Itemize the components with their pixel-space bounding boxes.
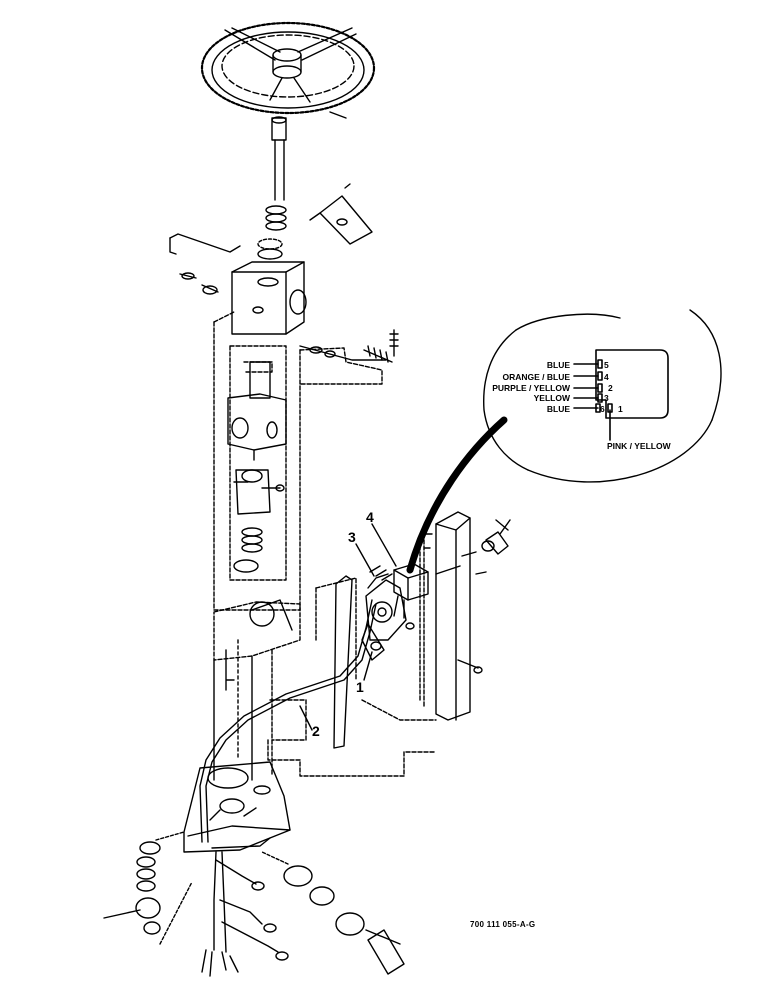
detail-connector-outline	[573, 349, 669, 441]
steering-wheel	[200, 21, 376, 119]
wire-label: BLUE	[547, 404, 570, 414]
wire-label: YELLOW	[534, 393, 571, 403]
left-bolt-stack	[103, 831, 185, 935]
tilt-lever	[169, 233, 241, 295]
callout-4: 4	[366, 509, 374, 525]
right-mounting-bracket	[419, 511, 483, 721]
connector-block	[393, 563, 429, 630]
wiring-harness	[199, 599, 377, 843]
pink-yellow-label: PINK / YELLOW	[607, 441, 672, 451]
base-plate	[183, 761, 291, 853]
column-housing	[213, 311, 383, 611]
wire-label: ORANGE / BLUE	[502, 372, 570, 382]
callout-2: 2	[312, 723, 320, 739]
pin-number: 3	[604, 393, 609, 403]
pin-number: 2	[608, 383, 613, 393]
column-spring-stack	[257, 205, 287, 260]
callout-1: 1	[356, 679, 364, 695]
detent-spring	[299, 329, 399, 363]
pin-number: 5	[604, 360, 609, 370]
lower-pedestal	[213, 599, 301, 781]
column-head	[231, 261, 307, 335]
callout-leaders	[299, 523, 397, 731]
pin-number: 6	[600, 404, 605, 414]
drawing-part-number: 700 111 055-A-G	[470, 920, 535, 929]
column-inner-parts	[227, 361, 287, 573]
tilt-plate	[309, 183, 373, 245]
wing-nut	[461, 519, 511, 575]
wiring-pigtail	[159, 851, 289, 977]
wire-legend: BLUE 5 ORANGE / BLUE 4 PURPLE / YELLOW 2…	[492, 360, 671, 451]
detail-magnifier	[406, 309, 722, 574]
steering-shaft	[271, 116, 287, 201]
wire-label: BLUE	[547, 360, 570, 370]
pin-number: 1	[618, 404, 623, 414]
pin-number: 4	[604, 372, 609, 382]
support-bracket	[267, 577, 437, 777]
wire-label: PURPLE / YELLOW	[492, 383, 571, 393]
callout-3: 3	[348, 529, 356, 545]
mounting-rail	[333, 575, 353, 749]
right-bolt-stack	[261, 851, 405, 975]
